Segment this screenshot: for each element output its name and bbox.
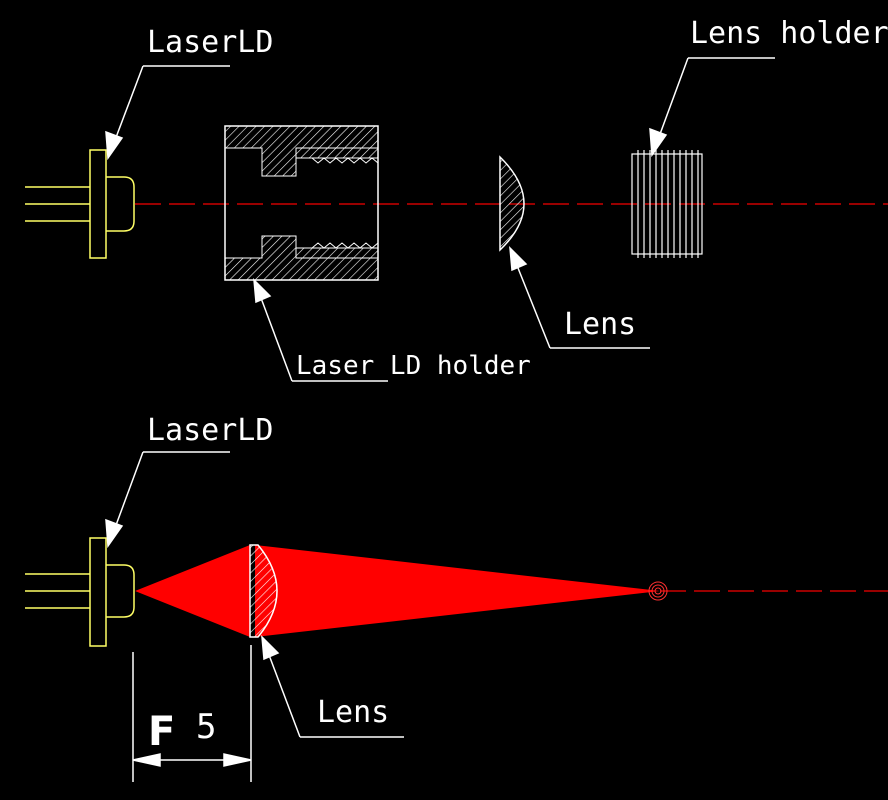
label-top-lens: Lens [564,307,636,342]
leader-bottom-laser [105,451,230,549]
bottom-laser-diode [25,537,135,647]
lens-holder-drawing [631,150,703,258]
leader-top-laser [105,65,230,161]
top-lens-drawing [499,155,525,252]
dimension-label-value: 5 [196,707,216,747]
leader-top-lens [509,246,650,349]
label-lens-holder: Lens holder [690,16,888,51]
label-laser-ld-holder: Laser LD holder [296,351,531,381]
label-bottom-laser: LaserLD [147,413,273,448]
focus-point-icon [648,581,668,601]
laser-beam [135,545,660,637]
focal-dimension [132,645,252,782]
label-bottom-lens: Lens [317,695,389,730]
leader-bottom-lens [261,635,404,738]
label-top-laser: LaserLD [147,25,273,60]
laser-ld-holder-drawing [224,125,379,281]
dimension-label-F: F [148,709,175,755]
leader-lens-holder [649,57,775,158]
leader-laser-ld-holder [253,278,388,382]
bottom-lens-drawing [249,544,278,638]
top-laser-diode [25,149,135,259]
